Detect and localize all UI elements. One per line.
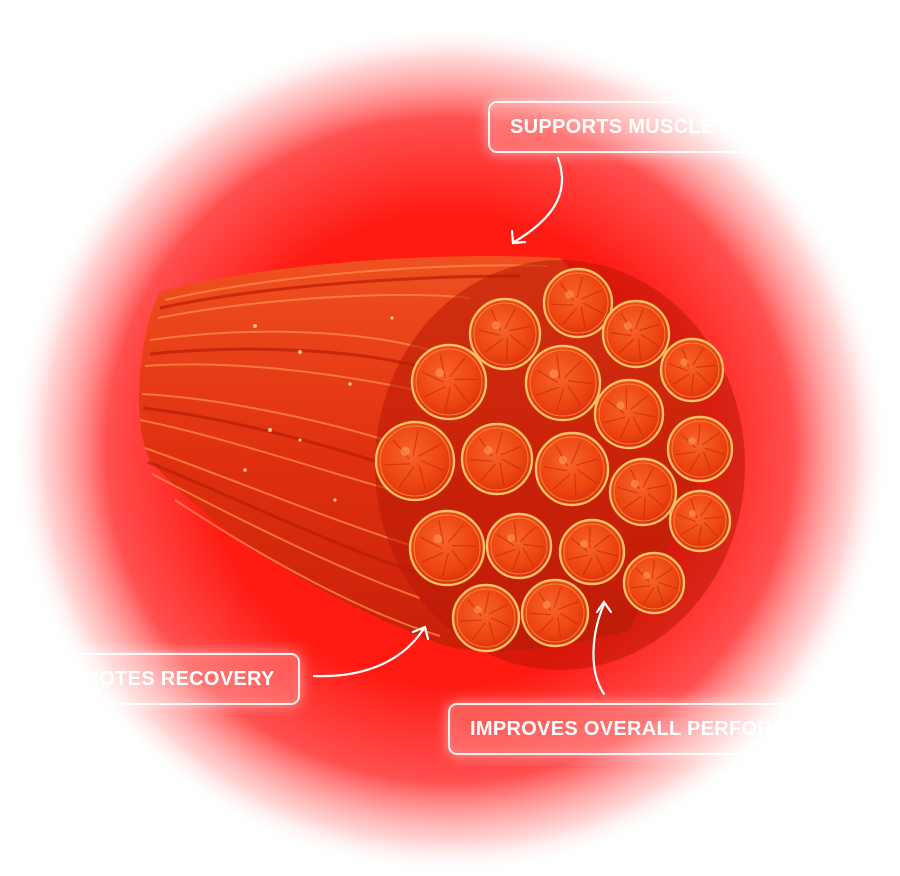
fiber-12 [608, 457, 678, 527]
fiber-7 [593, 378, 665, 450]
callout-endurance-label: SUPPORTS MUSCLE ENDURANCE [510, 116, 851, 138]
arrow-recovery-icon [312, 625, 430, 678]
fiber-1 [542, 267, 614, 339]
fiber-17 [622, 551, 686, 615]
fiber-9 [374, 420, 456, 502]
fiber-5 [410, 343, 488, 421]
fiber-11 [534, 431, 610, 507]
fiber-4 [659, 337, 725, 403]
callout-endurance: SUPPORTS MUSCLE ENDURANCE [488, 101, 898, 153]
fiber-6 [524, 344, 602, 422]
fiber-16 [558, 518, 626, 586]
fiber-18 [451, 583, 521, 653]
arrow-performance-icon [592, 600, 613, 696]
fiber-2 [601, 299, 671, 369]
callout-performance-label: IMPROVES OVERALL PERFORMANCE [470, 718, 847, 740]
fiber-13 [668, 489, 732, 553]
fiber-15 [485, 512, 553, 580]
fiber-cross-sections [374, 260, 745, 670]
fiber-8 [666, 415, 734, 483]
fiber-19 [520, 578, 590, 648]
fiber-10 [460, 422, 534, 496]
callout-recovery: PROMOTES RECOVERY [0, 653, 300, 705]
callout-recovery-label: PROMOTES RECOVERY [38, 668, 275, 690]
fiber-14 [408, 509, 486, 587]
callout-performance: IMPROVES OVERALL PERFORMANCE [448, 703, 898, 755]
fiber-3 [468, 297, 542, 371]
arrow-endurance-icon [510, 156, 564, 245]
